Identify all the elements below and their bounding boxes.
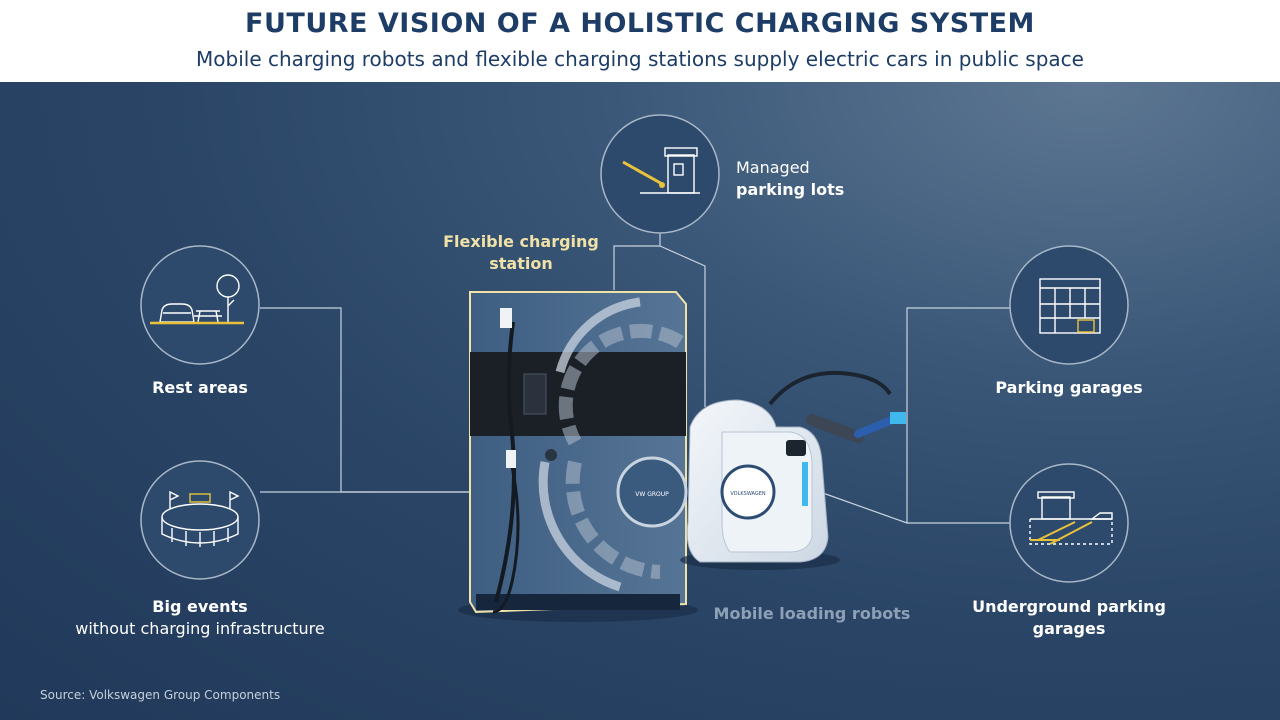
- underground-line2: garages: [1032, 619, 1106, 638]
- parking-garages-label: Parking garages: [995, 378, 1143, 397]
- connector-managed-parking-robot: [659, 245, 706, 407]
- underground-parking-label: Underground parking garages: [954, 596, 1184, 640]
- station-label-line2: station: [489, 254, 553, 273]
- page-title: FUTURE VISION OF A HOLISTIC CHARGING SYS…: [245, 8, 1035, 39]
- rest-areas-node: [140, 245, 260, 365]
- charging-robot-illustration: VOLKSWAGEN: [680, 370, 906, 570]
- stadium-icon: [161, 490, 240, 547]
- parking-garage-icon: [1039, 278, 1101, 334]
- robots-label: Mobile loading robots: [713, 604, 911, 623]
- diagram-canvas: VW GROUP VOLKSWAGEN: [140, 114, 1129, 622]
- big-events-label: Big events without charging infrastructu…: [40, 596, 360, 640]
- parking-barrier-icon: [622, 147, 700, 194]
- svg-text:VW GROUP: VW GROUP: [635, 491, 669, 498]
- managed-parking-line1: Managed: [736, 158, 810, 177]
- station-label-line1: Flexible charging: [443, 232, 599, 251]
- header: FUTURE VISION OF A HOLISTIC CHARGING SYS…: [0, 0, 1280, 82]
- source-note: Source: Volkswagen Group Components: [40, 688, 281, 702]
- managed-parking-line2: parking lots: [736, 180, 845, 199]
- underground-garage-icon: [1029, 491, 1113, 545]
- managed-parking-node: [600, 114, 720, 234]
- underground-line1: Underground parking: [972, 597, 1166, 616]
- station-label: Flexible charging station: [436, 231, 606, 275]
- connector-rest-areas: [260, 307, 470, 493]
- charging-station-illustration: VW GROUP: [458, 291, 698, 622]
- underground-parking-node: [1009, 463, 1129, 583]
- page-subtitle: Mobile charging robots and flexible char…: [196, 47, 1084, 71]
- rest-areas-label: Rest areas: [152, 378, 248, 397]
- big-events-node: [140, 460, 260, 580]
- diagram-panel: VW GROUP VOLKSWAGEN Managed parking: [0, 82, 1280, 720]
- big-events-line1: Big events: [152, 597, 248, 616]
- managed-parking-label: Managed parking lots: [736, 157, 844, 201]
- connector-parking-garages: [819, 307, 1010, 524]
- big-events-line2: without charging infrastructure: [75, 619, 325, 638]
- svg-text:VOLKSWAGEN: VOLKSWAGEN: [730, 491, 766, 497]
- parking-garages-node: [1009, 245, 1129, 365]
- rest-area-icon: [150, 274, 244, 325]
